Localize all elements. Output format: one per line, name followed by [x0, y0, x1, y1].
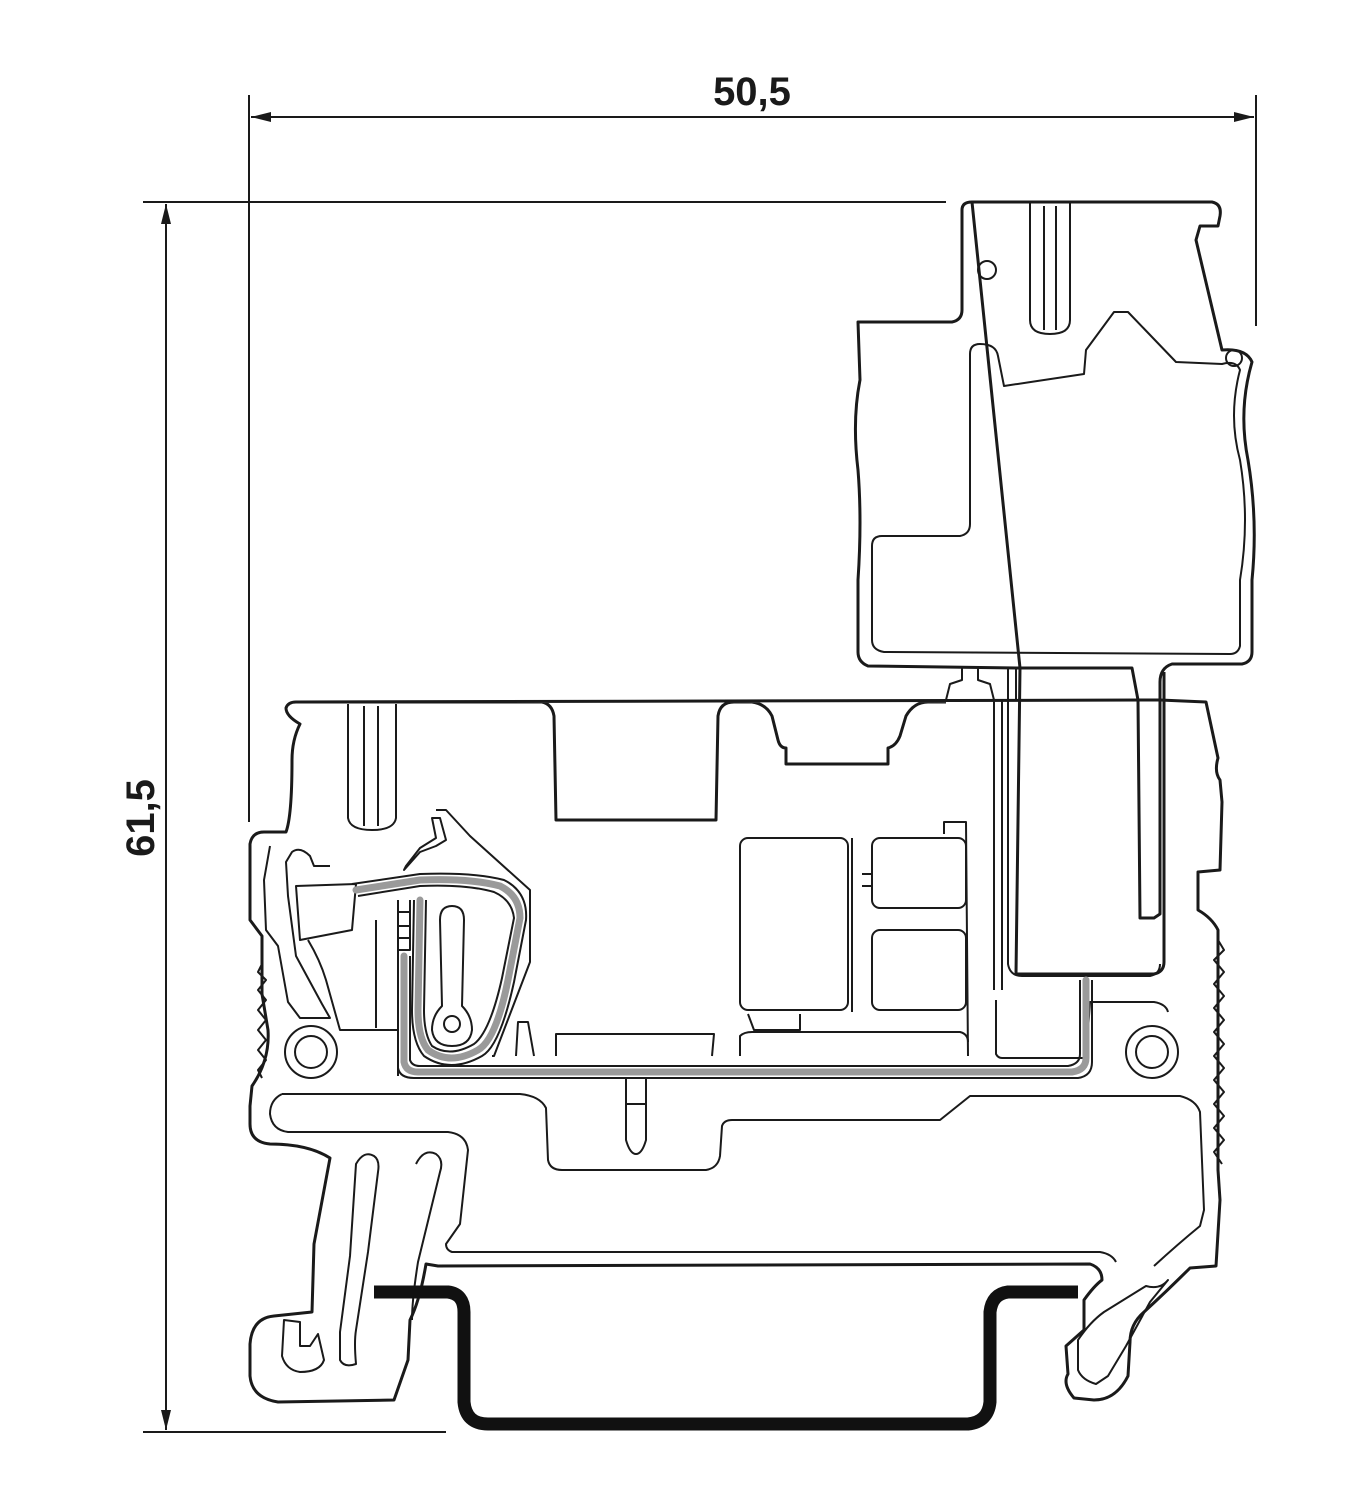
spring-contact-leaf-edge	[351, 872, 528, 1066]
housing-bottom-pin	[625, 1078, 647, 1155]
upper-module-slot	[1029, 202, 1071, 335]
spring-contact-busbar-edge-outer	[397, 950, 1093, 1079]
upper-module-inner-outline	[871, 311, 1246, 655]
upper-module-outline	[853, 200, 1256, 976]
housing-right-serration	[1213, 939, 1225, 1165]
upper-module-lower-step	[1007, 668, 1161, 977]
component-box-upper-right	[871, 837, 967, 909]
housing-inner-partition	[269, 1093, 1117, 1263]
din-rail-profile	[374, 1285, 1078, 1431]
housing-left-clamp-body	[307, 939, 398, 1031]
width-dimension-label: 50,5	[713, 70, 791, 114]
housing-left-foot-slot-1	[339, 1153, 380, 1367]
component-box-large	[739, 837, 849, 1011]
housing-chamber-box	[555, 1033, 715, 1057]
spring-contact	[351, 817, 1093, 1079]
spring-contact-keyhole	[431, 905, 473, 1047]
housing-inner-partition-2	[282, 1093, 1205, 1267]
spring-contact-right-riser	[1079, 980, 1093, 1000]
housing-left-serration	[257, 963, 267, 1079]
spring-contact-keyhole-center	[443, 1015, 461, 1033]
upper-module	[853, 200, 1256, 990]
component-lower-strip	[739, 1013, 969, 1056]
upper-module-latch-pin	[1225, 349, 1243, 367]
housing-right-foot-inner	[1077, 1279, 1169, 1385]
mounting-hole-left	[284, 1025, 338, 1079]
spring-contact-leaf	[352, 876, 524, 1062]
din-rail	[374, 1285, 1078, 1431]
component-frame	[851, 821, 969, 1057]
spring-contact-busbar-edge-inner	[409, 956, 1081, 1067]
width-dimension: 50,5	[248, 70, 1257, 822]
height-dimension-label: 61,5	[119, 779, 163, 857]
housing-left-clamp-shaft	[295, 883, 357, 941]
housing-spring-chamber	[436, 809, 531, 1057]
upper-module-pin	[945, 668, 995, 701]
spring-contact-clip	[403, 817, 447, 871]
component-box-lower-right	[871, 929, 967, 1011]
housing-top-slot	[347, 704, 397, 831]
terminal-housing-outline	[248, 698, 1224, 1404]
terminal-housing	[248, 698, 1225, 1404]
housing-chamber-floor	[515, 1021, 535, 1057]
spring-contact-busbar	[400, 952, 1090, 1076]
upper-module-hole	[977, 260, 997, 280]
spring-contact-stem	[397, 900, 411, 951]
mounting-hole-right	[1125, 1025, 1179, 1079]
housing-left-foot-inner	[281, 1319, 325, 1373]
height-dimension: 61,5	[119, 201, 946, 1433]
housing-left-clamp-frame	[263, 845, 331, 1019]
